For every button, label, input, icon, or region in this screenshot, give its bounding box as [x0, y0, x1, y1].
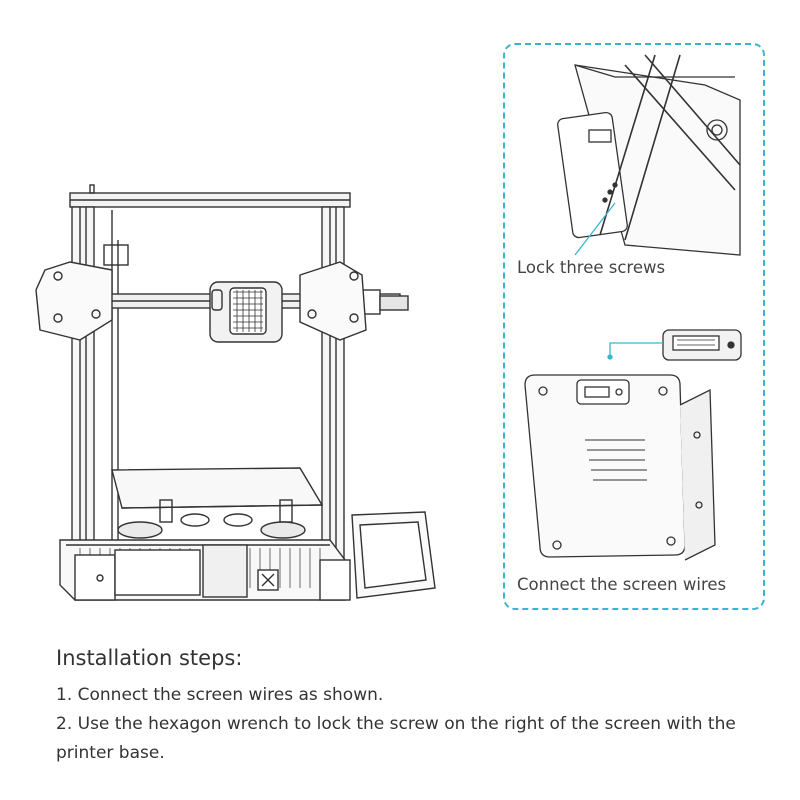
- lock-screws-caption: Lock three screws: [517, 258, 666, 277]
- step-2: 2. Use the hexagon wrench to lock the sc…: [56, 714, 736, 763]
- step-1: 1. Connect the screen wires as shown.: [56, 685, 384, 705]
- detail-panel: Lock three screws Connect the screen wir…: [503, 43, 765, 610]
- installation-steps: Installation steps: 1. Connect the scree…: [56, 646, 776, 768]
- connect-wires-caption: Connect the screen wires: [517, 575, 727, 594]
- steps-title: Installation steps:: [56, 646, 243, 670]
- detail-illustrations: [524, 54, 742, 561]
- printer-illustration: [35, 184, 436, 601]
